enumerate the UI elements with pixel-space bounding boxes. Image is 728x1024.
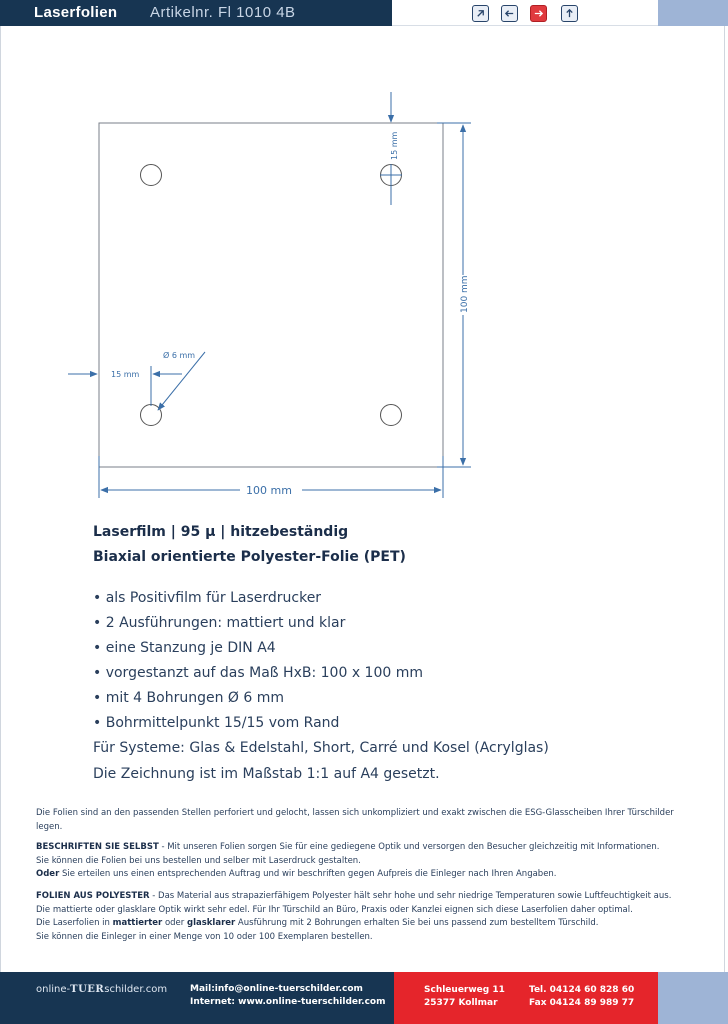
next-page-button[interactable] — [530, 5, 547, 22]
header-corner — [658, 0, 728, 26]
spec-heading-2: Biaxial orientierte Polyester-Folie (PET… — [93, 549, 406, 565]
right-rule — [724, 26, 725, 972]
arrow-up-icon — [566, 8, 573, 18]
site-prefix: online- — [36, 984, 71, 995]
street: Schleuerweg 11 — [424, 985, 505, 995]
spec-heading-1: Laserfilm | 95 µ | hitzebeständig — [93, 524, 349, 540]
self-print-text: - Mit unseren Folien sorgen Sie für eine… — [158, 842, 660, 852]
list-item: • Bohrmittelpunkt 15/15 vom Rand — [93, 715, 340, 731]
site-tuer: TUER — [70, 984, 105, 995]
hole-bottom-right — [380, 404, 402, 426]
systems-text: Für Systeme: Glas & Edelstahl, Short, Ca… — [93, 740, 549, 756]
footer-dark-panel: online-TUERschilder.com Mail:info@online… — [0, 972, 394, 1024]
footer-red-panel: Schleuerweg 11 25377 Kollmar Tel. 04124 … — [394, 972, 658, 1024]
phone-block: Tel. 04124 60 828 60 Fax 04124 89 989 77 — [529, 984, 634, 1010]
or-connector: oder — [162, 918, 187, 928]
list-item: • vorgestanzt auf das Maß HxB: 100 x 100… — [93, 665, 423, 681]
fax: Fax 04124 89 989 77 — [529, 998, 635, 1008]
left-rule — [0, 26, 1, 972]
dim-top-offset: 15 mm — [390, 131, 399, 160]
address-block: Schleuerweg 11 25377 Kollmar — [424, 984, 505, 1010]
footer: online-TUERschilder.com Mail:info@online… — [0, 972, 728, 1024]
website-logo[interactable]: online-TUERschilder.com — [36, 984, 167, 995]
self-print-title: BESCHRIFTEN SIE SELBST — [36, 842, 159, 852]
internet-link[interactable]: Internet: www.online-tuerschilder.com — [190, 997, 386, 1007]
nav-area — [392, 0, 658, 26]
polyester-text: - Das Material aus strapazierfähigem Pol… — [149, 891, 672, 901]
list-item: • mit 4 Bohrungen Ø 6 mm — [93, 690, 285, 706]
clear-word: glasklarer — [186, 918, 236, 928]
hole-top-left — [140, 164, 162, 186]
telephone: Tel. 04124 60 828 60 — [529, 985, 635, 995]
arrow-right-icon — [534, 10, 544, 17]
dim-left-offset: 15 mm — [111, 370, 140, 379]
matt-word: mattierter — [112, 918, 163, 928]
site-suffix: schilder.com — [104, 984, 168, 995]
self-print-paragraph: BESCHRIFTEN SIE SELBST - Mit unseren Fol… — [36, 841, 700, 882]
external-link-icon — [477, 10, 484, 17]
polyester-text-3b: Ausführung mit 2 Bohrungen erhalten Sie … — [235, 918, 599, 928]
intro-text: Die Folien sind an den passenden Stellen… — [36, 808, 674, 832]
header: Laserfolien Artikelnr. Fl 1010 4B — [0, 0, 728, 26]
dim-hole-diameter: Ø 6 mm — [163, 350, 195, 360]
foil-outline — [98, 122, 444, 468]
external-link-button[interactable] — [472, 5, 489, 22]
polyester-text-4: Sie können die Einleger in einer Menge v… — [36, 931, 373, 942]
polyester-title: FOLIEN AUS POLYESTER — [36, 891, 150, 901]
brand-title: Laserfolien — [34, 4, 118, 21]
or-word: Oder — [36, 869, 60, 879]
polyester-paragraph: FOLIEN AUS POLYESTER - Das Material aus … — [36, 890, 700, 944]
dim-height: 100 mm — [460, 275, 470, 313]
up-button[interactable] — [561, 5, 578, 22]
dim-width: 100 mm — [246, 484, 292, 497]
scale-text: Die Zeichnung ist im Maßstab 1:1 auf A4 … — [93, 766, 440, 782]
article-number: Artikelnr. Fl 1010 4B — [150, 4, 296, 21]
polyester-text-3a: Die Laserfolien in — [36, 918, 113, 928]
intro-paragraph: Die Folien sind an den passenden Stellen… — [36, 807, 700, 834]
self-print-text-2: Sie können die Folien bei uns bestellen … — [36, 855, 361, 866]
title-bar: Laserfolien Artikelnr. Fl 1010 4B — [0, 0, 392, 26]
list-item: • 2 Ausführungen: mattiert und klar — [93, 615, 346, 631]
mail-link[interactable]: Mail:info@online-tuerschilder.com — [190, 984, 363, 994]
previous-page-button[interactable] — [501, 5, 518, 22]
list-item: • als Positivfilm für Laserdrucker — [93, 590, 322, 606]
footer-corner — [658, 972, 728, 1024]
feature-list: • als Positivfilm für Laserdrucker • 2 A… — [93, 587, 423, 737]
city: 25377 Kollmar — [424, 998, 498, 1008]
polyester-text-2: Die mattierte oder glasklare Optik wirkt… — [36, 904, 633, 915]
or-text: Sie erteilen uns einen entsprechenden Au… — [59, 869, 557, 879]
technical-drawing: 15 mm 100 mm 100 mm 15 mm Ø 6 mm — [68, 92, 471, 498]
arrow-left-icon — [504, 10, 514, 17]
list-item: • eine Stanzung je DIN A4 — [93, 640, 276, 656]
contact-block: Mail:info@online-tuerschilder.com Intern… — [190, 983, 385, 1009]
